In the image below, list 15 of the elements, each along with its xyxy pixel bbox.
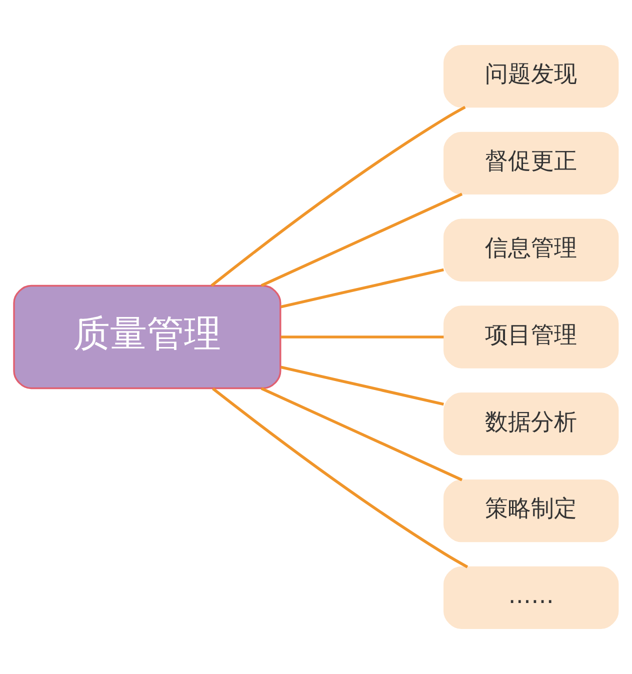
node-box: 质量管理 (13, 284, 282, 390)
node-box: 信息管理 (443, 218, 619, 282)
connector (260, 192, 463, 287)
node-box: 问题发现 (443, 44, 619, 108)
connector (280, 366, 444, 406)
connector (212, 387, 468, 568)
connector (280, 268, 444, 308)
node-box: …… (443, 566, 619, 630)
node-box: 策略制定 (443, 479, 619, 542)
node-box: 项目管理 (443, 306, 619, 368)
connector (210, 106, 466, 287)
node-box: 数据分析 (443, 392, 619, 456)
node-box: 督促更正 (443, 132, 619, 195)
connector (260, 387, 463, 482)
connector (280, 336, 444, 338)
